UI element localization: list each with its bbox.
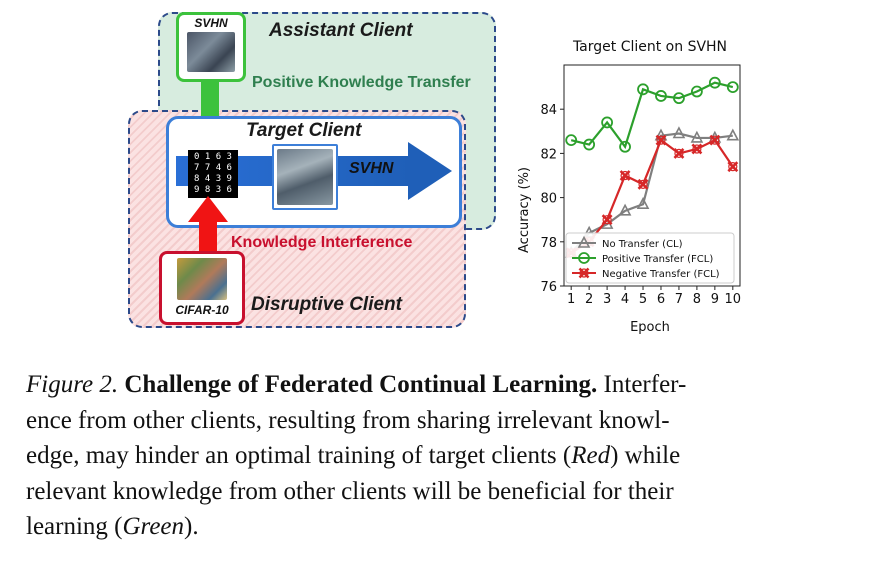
caption-text: ) while [610, 442, 681, 469]
x-tick-label: 7 [675, 292, 683, 307]
x-tick-label: 1 [567, 292, 575, 307]
caption-green-word: Green [122, 513, 185, 540]
chart-x-axis-label: Epoch [630, 320, 670, 335]
series-line-2 [570, 81, 734, 150]
x-tick-label: 6 [657, 292, 665, 307]
series-2-point [673, 92, 685, 105]
legend-label: No Transfer (CL) [602, 239, 683, 250]
svhn-thumbnail [187, 32, 235, 72]
series-2-point [601, 116, 614, 129]
series-2-point [726, 81, 739, 93]
figure-caption: Figure 2. Challenge of Federated Continu… [26, 367, 856, 545]
assistant-image-frame: SVHN [176, 12, 246, 82]
series-2-point [655, 90, 667, 102]
figure-number: Figure 2. [26, 371, 119, 398]
series-2-point [619, 140, 631, 153]
series-line-3 [570, 138, 734, 254]
x-tick-label: 5 [639, 292, 647, 307]
mnist-thumbnail: 0 1 6 3 7 7 4 6 8 4 3 9 9 8 3 6 [188, 150, 238, 198]
assistant-dataset-label: SVHN [194, 16, 228, 30]
series-2-point [708, 76, 721, 89]
series-3-point [655, 134, 667, 146]
caption-red-word: Red [571, 442, 611, 469]
disruptive-dataset-label: CIFAR-10 [175, 303, 229, 317]
chart-y-axis-label: Accuracy (%) [517, 167, 532, 253]
caption-text: Interfer- [597, 371, 687, 398]
svhn-thumbnail [277, 149, 333, 205]
x-tick-label: 4 [621, 292, 629, 307]
series-1-point [726, 128, 740, 141]
series-3-point [709, 134, 721, 146]
disruptive-image-frame: CIFAR-10 [159, 251, 245, 325]
legend-label: Positive Transfer (FCL) [602, 254, 713, 265]
y-tick-label: 84 [540, 103, 557, 118]
y-tick-label: 80 [540, 192, 557, 207]
series-1-point [690, 130, 704, 143]
cifar-thumbnail [177, 258, 227, 300]
series-line-1 [570, 132, 733, 254]
caption-text: edge, may hinder an optimal training of … [26, 442, 572, 469]
y-tick-label: 82 [540, 147, 557, 162]
plot-frame [563, 64, 741, 287]
caption-text: learning ( [26, 513, 123, 540]
legend-marker [578, 267, 590, 279]
legend-box [565, 232, 735, 284]
series-1-point [618, 203, 632, 216]
series-3-point [637, 178, 649, 190]
legend-marker [577, 235, 591, 248]
caption-text: relevant knowledge from other clients wi… [26, 477, 674, 505]
disruptive-client-title: Disruptive Client [251, 294, 402, 315]
x-tick-label: 9 [711, 292, 719, 307]
target-image-frame [272, 144, 338, 210]
series-2-point [565, 134, 578, 147]
red-up-arrow [188, 196, 228, 260]
legend-label: Negative Transfer (FCL) [602, 269, 720, 280]
series-2-point [690, 85, 703, 98]
positive-transfer-label: Positive Knowledge Transfer [250, 74, 473, 92]
y-tick-label: 78 [540, 236, 557, 251]
y-tick-label: 76 [540, 280, 557, 295]
series-3-point [673, 147, 685, 159]
chart-title: Target Client on SVHN [572, 39, 727, 55]
series-1-point [672, 126, 686, 139]
series-3-point [601, 214, 613, 226]
series-1-point [636, 197, 650, 210]
assistant-client-title: Assistant Client [269, 20, 413, 41]
federated-learning-diagram: SVHN Assistant Client Positive Knowledge… [128, 12, 496, 328]
x-tick-label: 8 [693, 292, 701, 307]
series-3-point [619, 170, 631, 181]
caption-text: ence from other clients, resulting from … [26, 406, 670, 434]
series-2-point [583, 138, 596, 151]
target-dataset-label: SVHN [349, 160, 394, 177]
legend-marker [578, 252, 590, 264]
series-3-point [691, 143, 703, 155]
accuracy-line-chart: Target Client on SVHN Accuracy (%) Epoch… [517, 39, 742, 335]
x-tick-label: 10 [725, 292, 742, 307]
interference-label: Knowledge Interference [231, 234, 413, 251]
target-client-title: Target Client [246, 120, 362, 141]
x-tick-label: 2 [585, 292, 593, 307]
x-tick-label: 3 [603, 292, 611, 307]
series-2-point [637, 83, 649, 96]
caption-title: Challenge of Federated Continual Learnin… [124, 371, 598, 398]
caption-text: ). [184, 513, 199, 540]
series-3-point [727, 161, 739, 173]
